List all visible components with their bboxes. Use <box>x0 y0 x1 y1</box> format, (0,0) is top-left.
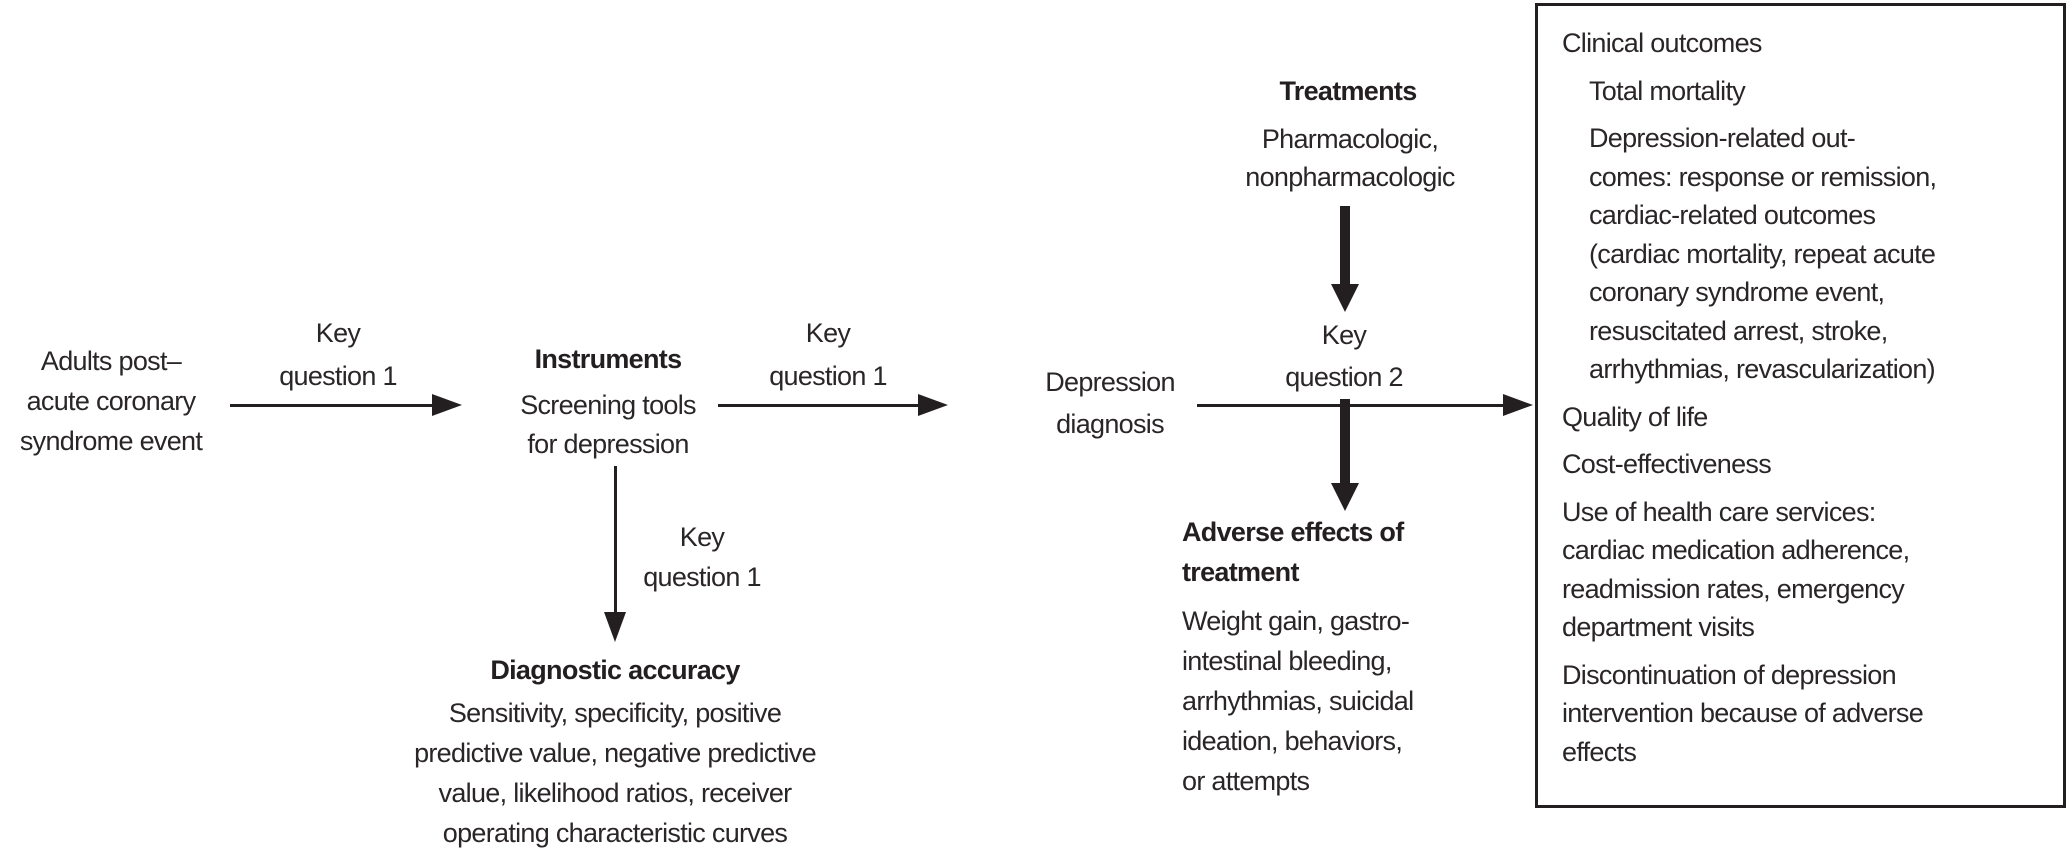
arrow-to-adverse-effects <box>1331 399 1359 511</box>
depression-diagnosis-node: Depression diagnosis <box>1045 367 1175 439</box>
clinical-outcomes-box: Clinical outcomes Total mortality Depres… <box>1535 3 2066 808</box>
outcome-item: Quality of life <box>1562 401 1708 432</box>
population-node: Adults post– acute coronary syndrome eve… <box>19 346 203 456</box>
outcome-item: Cost-effectiveness <box>1562 449 1772 479</box>
outcome-item: Total mortality <box>1589 75 1746 106</box>
key-question-1-label-b: Key question 1 <box>769 318 887 391</box>
arrow-head-icon <box>432 394 462 416</box>
arrow-head-icon <box>1331 483 1359 511</box>
instruments-node-body: Screening tools for depression <box>520 390 696 459</box>
diagnostic-accuracy-node-title: Diagnostic accuracy <box>490 655 740 685</box>
key-question-2-label: Key question 2 <box>1285 320 1403 392</box>
instruments-node-title: Instruments <box>534 344 683 374</box>
outcome-item: Clinical outcomes <box>1562 28 1762 58</box>
outcome-item: Discontinuation of depression interventi… <box>1562 659 1924 767</box>
adverse-effects-node-title: Adverse effects of treatment <box>1182 517 1404 587</box>
adverse-effects-node-body: Weight gain, gastro- intestinal bleeding… <box>1182 606 1414 796</box>
arrow-head-icon <box>604 612 626 642</box>
arrow-shaft <box>230 404 432 407</box>
arrow-diagnosis-to-outcomes <box>1197 394 1533 416</box>
arrow-instruments-to-accuracy <box>604 466 626 642</box>
key-question-1-label-c: Key question 1 <box>643 522 761 592</box>
treatments-node-title: Treatments <box>1279 76 1417 106</box>
diagnostic-accuracy-node-body: Sensitivity, specificity, positive predi… <box>414 698 817 848</box>
arrow-shaft <box>718 404 918 407</box>
arrow-head-icon <box>918 394 948 416</box>
outcome-item: Depression-related out- comes: response … <box>1589 123 1937 384</box>
outcome-item: Use of health care services: cardiac med… <box>1562 496 1910 643</box>
arrow-head-icon <box>1503 394 1533 416</box>
arrow-instruments-to-diagnosis <box>718 394 948 416</box>
arrow-treatments-down <box>1331 206 1359 312</box>
key-question-1-label-a: Key question 1 <box>279 318 397 391</box>
arrow-shaft <box>1340 206 1350 284</box>
arrow-shaft <box>1197 404 1503 407</box>
arrow-shaft <box>614 466 617 612</box>
arrow-population-to-instruments <box>230 394 462 416</box>
arrow-head-icon <box>1331 284 1359 312</box>
arrow-shaft <box>1340 399 1350 483</box>
treatments-node-body: Pharmacologic, nonpharmacologic <box>1245 124 1455 192</box>
